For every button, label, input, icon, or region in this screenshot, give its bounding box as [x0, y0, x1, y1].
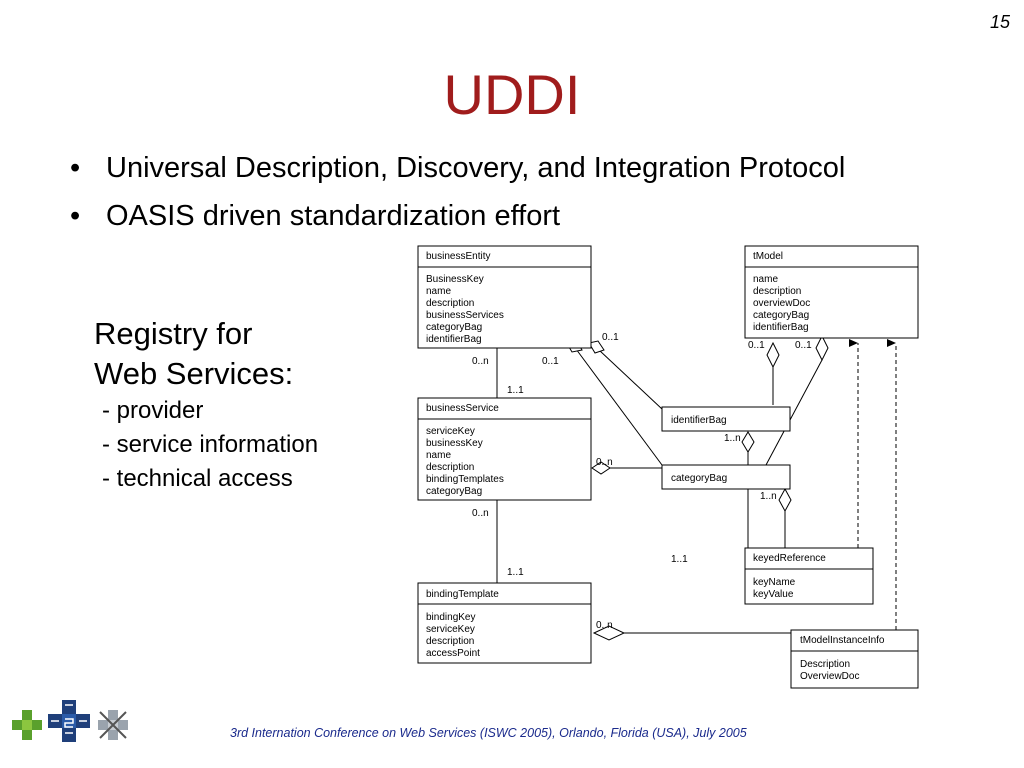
attribute: description [426, 298, 474, 309]
class-categorybag [661, 464, 791, 490]
registry-item-technical-access: - technical access [102, 465, 293, 492]
multiplicity-label: 0..1 [795, 340, 812, 351]
association-entity-identifierbag [598, 349, 663, 410]
multiplicity-label: 1..n [724, 433, 741, 444]
attribute: name [753, 274, 778, 285]
class-tmodelinstanceinfo [790, 629, 919, 689]
bullet-text: OASIS driven standardization effort [106, 200, 561, 232]
multiplicity-label: 0..n [596, 620, 613, 631]
attribute: bindingKey [426, 612, 475, 623]
attribute: accessPoint [426, 648, 480, 659]
attribute: keyName [753, 577, 796, 588]
multiplicity-label: 1..n [760, 491, 777, 502]
class-name-bindingtemplate: bindingTemplate [426, 589, 499, 600]
association-entity-categorybag [575, 348, 663, 466]
attribute: serviceKey [426, 426, 475, 437]
attribute: description [753, 286, 801, 297]
logo-mark-blue [48, 700, 90, 742]
attribute: Description [800, 659, 850, 670]
bullet-text: Universal Description, Discovery, and In… [106, 152, 846, 184]
multiplicity-label: 1..1 [507, 567, 524, 578]
bullet-marker: • [70, 200, 81, 232]
aggregation-diamond-entity-identifierbag [588, 340, 605, 354]
multiplicity-label: 0..1 [602, 332, 619, 343]
class-name-tmodelinstanceinfo: tModelInstanceInfo [800, 635, 885, 646]
bullet-item: • OASIS driven standardization effort [70, 200, 560, 233]
logo-mark-green [12, 710, 42, 740]
attribute: keyValue [753, 589, 794, 600]
multiplicity-label: 0..1 [748, 340, 765, 351]
registry-heading-line1: Registry for [94, 316, 253, 351]
footer-text: 3rd Internation Conference on Web Servic… [230, 726, 747, 740]
class-identifierbag [661, 406, 791, 432]
attribute: name [426, 450, 451, 461]
multiplicity-label: 0..n [596, 457, 613, 468]
attribute: businessKey [426, 438, 483, 449]
aggregation-diamond-binding [592, 625, 626, 641]
attribute: description [426, 636, 474, 647]
attribute: description [426, 462, 474, 473]
attribute: categoryBag [426, 486, 482, 497]
attribute: businessServices [426, 310, 504, 321]
class-businessentity [417, 245, 592, 349]
aggregation-diamond-identifierbag [741, 431, 755, 453]
multiplicity-label: 1..1 [507, 385, 524, 396]
multiplicity-label: 0..1 [542, 356, 559, 367]
conference-logo [12, 700, 128, 742]
bullet-item: • Universal Description, Discovery, and I… [70, 152, 845, 185]
attribute: OverviewDoc [800, 671, 859, 682]
class-name-businessservice: businessService [426, 403, 499, 414]
multiplicity-label: 0..n [472, 356, 489, 367]
multiplicity-label: 0..n [472, 508, 489, 519]
registry-item-provider: - provider [102, 397, 204, 424]
registry-description: Registry for Web Services: - provider - … [94, 314, 318, 496]
attribute: serviceKey [426, 624, 475, 635]
aggregation-diamond-tmodel-identifierbag [766, 341, 780, 369]
bullet-marker: • [70, 152, 81, 184]
class-name-keyedreference: keyedReference [753, 553, 826, 564]
aggregation-diamond-service-categorybag [591, 461, 611, 475]
registry-heading-line2: Web Services: [94, 356, 294, 391]
registry-item-service-information: - service information [102, 431, 319, 458]
aggregation-diamond-categorybag [778, 487, 792, 513]
page-number: 15 [989, 12, 1010, 32]
logo-mark-gray [98, 710, 128, 740]
attribute: bindingTemplates [426, 474, 504, 485]
attribute: name [426, 286, 451, 297]
attribute: overviewDoc [753, 298, 810, 309]
aggregation-diamond-tmodel-categorybag [815, 334, 829, 362]
attribute: identifierBag [426, 334, 482, 345]
class-name-businessentity: businessEntity [426, 251, 490, 262]
class-name-identifierbag: identifierBag [671, 415, 727, 426]
class-name-categorybag: categoryBag [671, 473, 727, 484]
class-tmodel [744, 245, 919, 339]
attribute: BusinessKey [426, 274, 484, 285]
association-tmodel-categorybag [765, 359, 823, 466]
multiplicity-label: 1..1 [671, 554, 688, 565]
class-name-tmodel: tModel [753, 251, 783, 262]
attribute: identifierBag [753, 322, 809, 333]
class-businessservice [417, 397, 592, 501]
slide-title: UDDI [443, 63, 581, 126]
class-keyedreference [744, 547, 874, 605]
attribute: categoryBag [753, 310, 809, 321]
class-bindingtemplate [417, 582, 592, 664]
attribute: categoryBag [426, 322, 482, 333]
